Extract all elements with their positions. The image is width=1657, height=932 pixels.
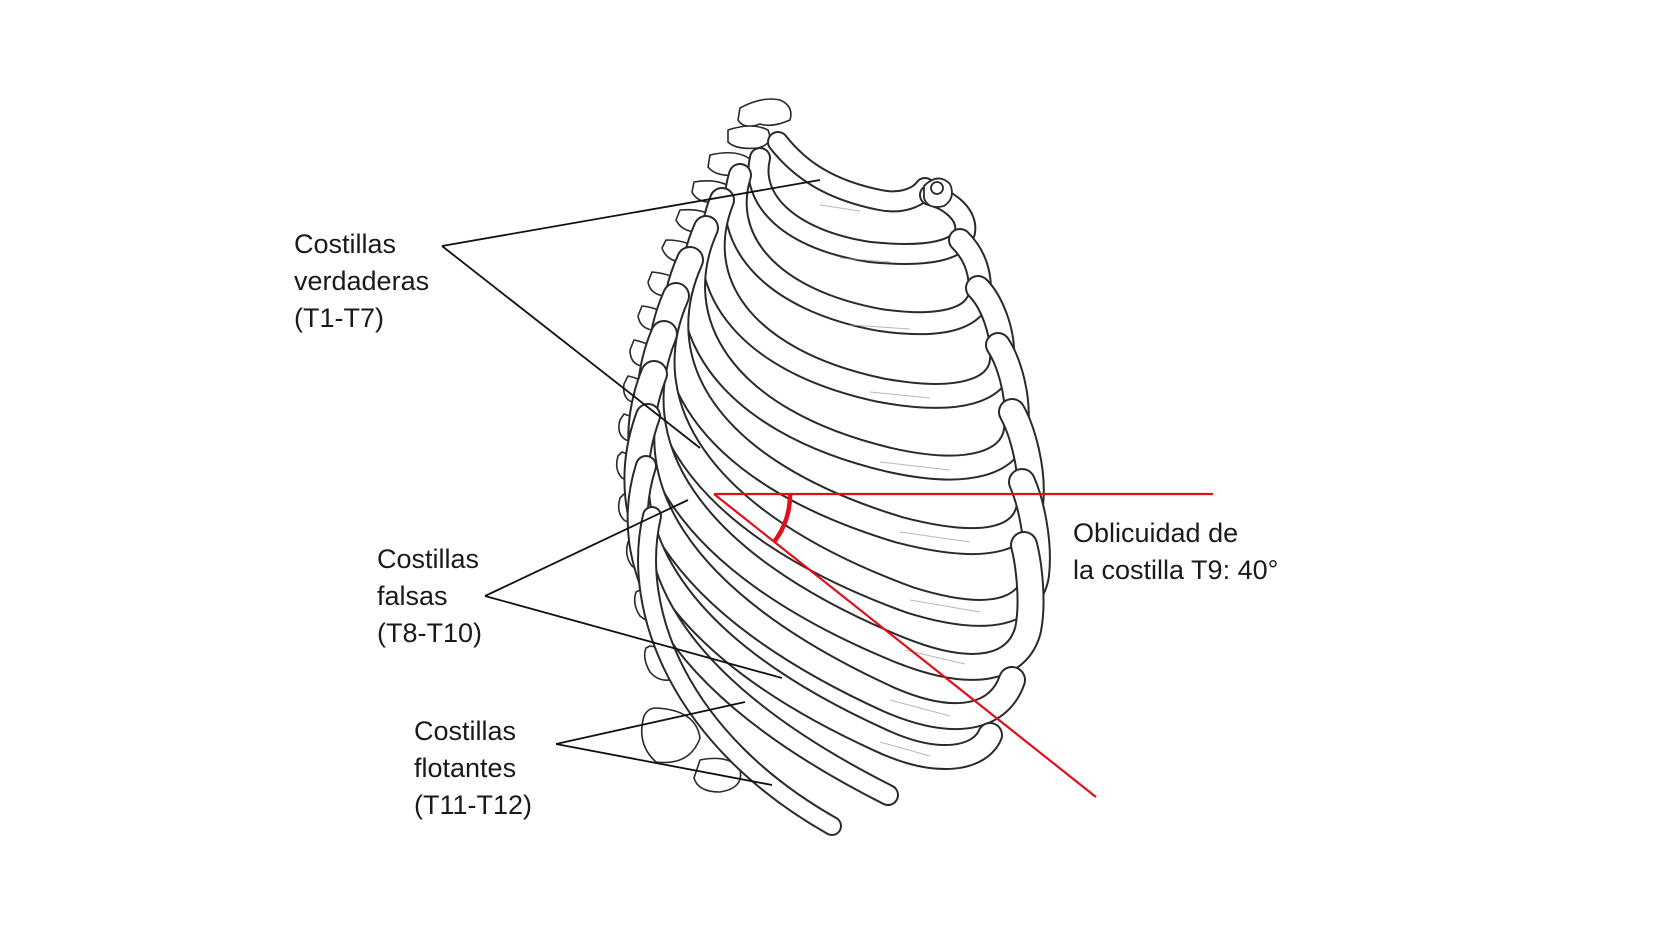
label-floating-ribs-line-3: (T11-T12) bbox=[414, 790, 533, 820]
label-rib-angle: Oblicuidad de la costilla T9: 40° bbox=[1073, 515, 1278, 589]
leader-floating-ribs-upper bbox=[555, 701, 746, 745]
label-true-ribs-line-2: verdaderas bbox=[294, 266, 430, 296]
leader-false-ribs-upper bbox=[484, 499, 689, 597]
angle-marker bbox=[713, 492, 1213, 798]
leader-floating-ribs-lower bbox=[555, 743, 773, 786]
label-false-ribs-line-1: Costillas bbox=[377, 544, 480, 574]
leader-true-ribs-lower bbox=[441, 245, 701, 449]
leader-false-ribs-lower bbox=[484, 595, 783, 679]
label-rib-angle-line-1: Oblicuidad de bbox=[1073, 518, 1239, 548]
ribs bbox=[623, 131, 1051, 836]
label-floating-ribs: Costillas flotantes (T11-T12) bbox=[414, 713, 532, 824]
sternum bbox=[923, 177, 953, 208]
hatching bbox=[819, 204, 981, 757]
label-true-ribs-line-1: Costillas bbox=[294, 229, 397, 259]
label-rib-angle-line-2: la costilla T9: 40° bbox=[1073, 555, 1279, 585]
angle-arc bbox=[772, 493, 793, 544]
leader-true-ribs-upper bbox=[441, 179, 821, 247]
label-false-ribs-line-2: falsas bbox=[377, 581, 448, 611]
label-true-ribs: Costillas verdaderas (T1-T7) bbox=[294, 226, 429, 337]
label-false-ribs: Costillas falsas (T8-T10) bbox=[377, 541, 482, 652]
label-true-ribs-line-3: (T1-T7) bbox=[294, 303, 384, 333]
label-false-ribs-line-3: (T8-T10) bbox=[377, 618, 483, 648]
angle-oblique-line bbox=[713, 493, 1097, 798]
label-floating-ribs-line-2: flotantes bbox=[414, 753, 517, 783]
label-floating-ribs-line-1: Costillas bbox=[414, 716, 517, 746]
leader-lines bbox=[441, 179, 821, 786]
